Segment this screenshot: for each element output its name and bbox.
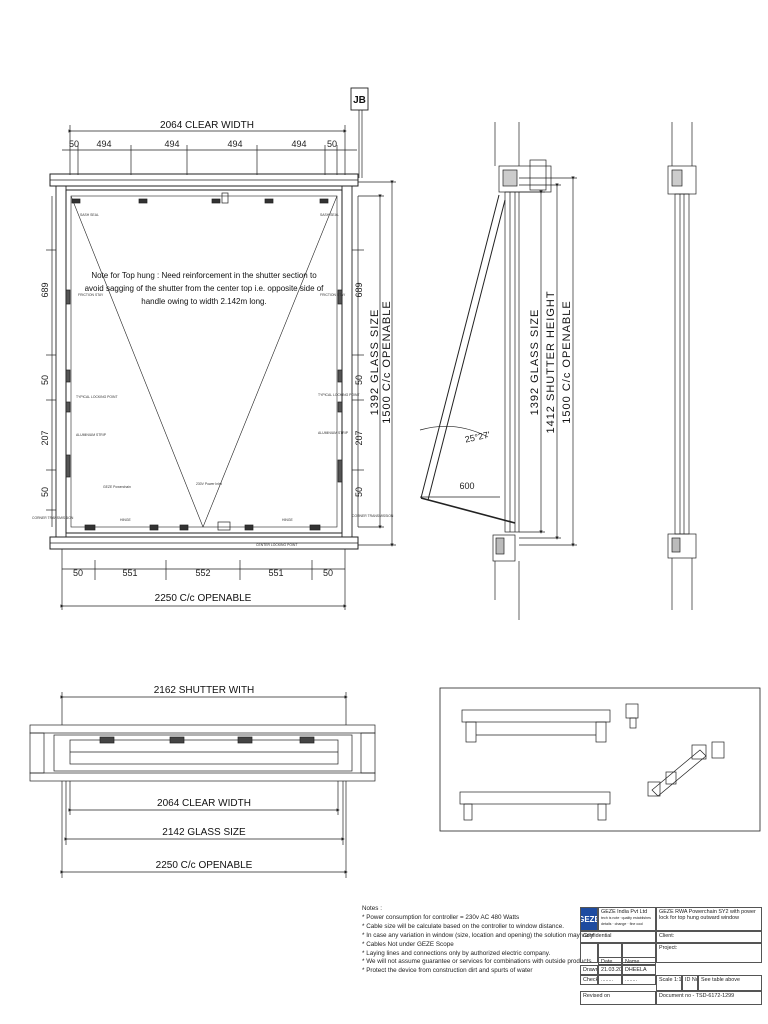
note-item: * Cable size will be calculate based on …: [362, 922, 564, 930]
id-no-label: ID No.: [682, 975, 698, 991]
note-item: * Power consumption for controller = 230…: [362, 913, 520, 921]
title-block: GEZE GEZE India Pvt Ltd tech is note ·qu…: [580, 907, 762, 1011]
right-dim: 207: [354, 430, 364, 445]
scale-label: Scale 1:1: [656, 975, 682, 991]
callout-label: SASH SEAL: [80, 213, 99, 217]
note-item: * Cables Not under GEZE Scope: [362, 940, 454, 948]
callout-label: CORNER TRANSMISSION: [32, 516, 74, 520]
checked-date: ........: [598, 975, 622, 985]
blank-cell: [580, 943, 598, 963]
callout-label: TYPICAL LOCKING POINT: [318, 393, 360, 397]
notes-title: Notes :: [362, 905, 382, 912]
company-cell: GEZE India Pvt Ltd tech is note ·quality…: [598, 907, 656, 931]
side-view: [419, 122, 577, 620]
product-detail-box: [439, 687, 761, 832]
blank-cell: [598, 943, 622, 963]
section-view: [667, 122, 697, 610]
left-dim: 50: [40, 375, 50, 385]
clear-width-label: 2064 CLEAR WIDTH: [160, 120, 254, 131]
callout-label: ALUMINIUM STRIP: [76, 433, 107, 437]
project-label: Project:: [656, 943, 762, 963]
drawing-title: GEZE RWA Powerchain SY2 with power lock …: [656, 907, 762, 931]
col-name: Name: [622, 957, 656, 965]
left-dim: 50: [40, 487, 50, 497]
note-line: avoid sagging of the shutter from the ce…: [85, 284, 325, 293]
checked-name: ........: [622, 975, 656, 985]
right-dim: 50: [354, 487, 364, 497]
left-dim: 207: [40, 430, 50, 445]
drawn-label: Drawn: [580, 965, 598, 975]
drawn-name: DHEELA: [622, 965, 656, 975]
top-dim: 50: [327, 139, 337, 149]
bottom-dim: 551: [268, 568, 283, 578]
checked-label: Checked: [580, 975, 598, 985]
right-dim: 50: [354, 375, 364, 385]
company-tagline: tech is note ·quality establishes detail…: [601, 916, 651, 926]
revised-label: Revised on: [580, 991, 656, 1005]
note-item: * In case any variation in window (size,…: [362, 931, 594, 939]
callout-label: CENTER LOCKING POINT: [256, 543, 297, 547]
plan-shutter-width: 2162 SHUTTER WITH: [154, 685, 255, 696]
document-number: Document no - TSD-6172-1299: [656, 991, 762, 1005]
id-no-value: See table above: [698, 975, 762, 991]
side-openable: 1500 C/c OPENABLE: [561, 300, 573, 423]
company-name: GEZE India Pvt Ltd: [601, 909, 648, 915]
top-dim: 494: [164, 139, 179, 149]
callout-label: TYPICAL LOCKING POINT: [76, 395, 118, 399]
shutter-height: 1412 SHUTTER HEIGHT: [545, 290, 557, 433]
side-glass-size: 1392 GLASS SIZE: [529, 309, 541, 416]
callout-label: ALUMINIUM STRIP: [318, 431, 349, 435]
drawn-date: 21.03.2022: [598, 965, 622, 975]
callout-label: CORNER TRANSMISSION: [352, 514, 394, 518]
bottom-dim: 551: [122, 568, 137, 578]
col-date: Date: [598, 957, 622, 965]
note-line: handle owing to width 2.142m long.: [141, 297, 266, 306]
plan-clear-width: 2064 CLEAR WIDTH: [157, 798, 251, 809]
note-item: * We will not assume guarantee or servic…: [362, 958, 594, 966]
callout-label: FRICTION STAY: [320, 293, 346, 297]
callout-label: SASH SEAL: [320, 213, 339, 217]
blank-cell: [622, 943, 656, 963]
top-dim: 494: [291, 139, 306, 149]
right-dim: 689: [354, 282, 364, 297]
bottom-dim: 50: [73, 568, 83, 578]
openable-vertical: 1500 C/c OPENABLE: [381, 300, 393, 423]
opening-distance: 600: [459, 481, 474, 491]
callout-label: HINGE: [120, 518, 131, 522]
top-dim: 494: [227, 139, 242, 149]
geze-logo: GEZE: [580, 907, 598, 931]
openable-label: 2250 C/c OPENABLE: [155, 593, 252, 604]
plan-glass-size: 2142 GLASS SIZE: [162, 827, 246, 838]
callout-label: 230V Power Inlet: [196, 482, 222, 486]
notes-panel: Notes : * Power consumption for controll…: [362, 905, 594, 976]
client-label: Client:: [656, 931, 762, 943]
plan-view: [29, 692, 376, 878]
jb-label: JB: [353, 95, 366, 106]
note-item: * Laying lines and connections only by a…: [362, 949, 551, 957]
note-line: Note for Top hung : Need reinforcement i…: [91, 271, 317, 280]
plan-openable: 2250 C/c OPENABLE: [156, 860, 253, 871]
top-dim: 494: [96, 139, 111, 149]
front-view: [46, 87, 396, 610]
callout-label: FRICTION STAY: [78, 293, 104, 297]
glass-size-vertical: 1392 GLASS SIZE: [369, 309, 381, 416]
left-dim: 689: [40, 282, 50, 297]
opening-angle: 25°27': [464, 429, 491, 444]
confidential-label: Confidential: [580, 931, 656, 943]
callout-label: HINGE: [282, 518, 293, 522]
callout-label: GEZE Powerchain: [103, 485, 131, 489]
note-item: * Protect the device from construction d…: [362, 967, 533, 975]
top-dim: 50: [69, 139, 79, 149]
bottom-dim: 50: [323, 568, 333, 578]
junction-box: [350, 87, 369, 111]
bottom-dim: 552: [195, 568, 210, 578]
